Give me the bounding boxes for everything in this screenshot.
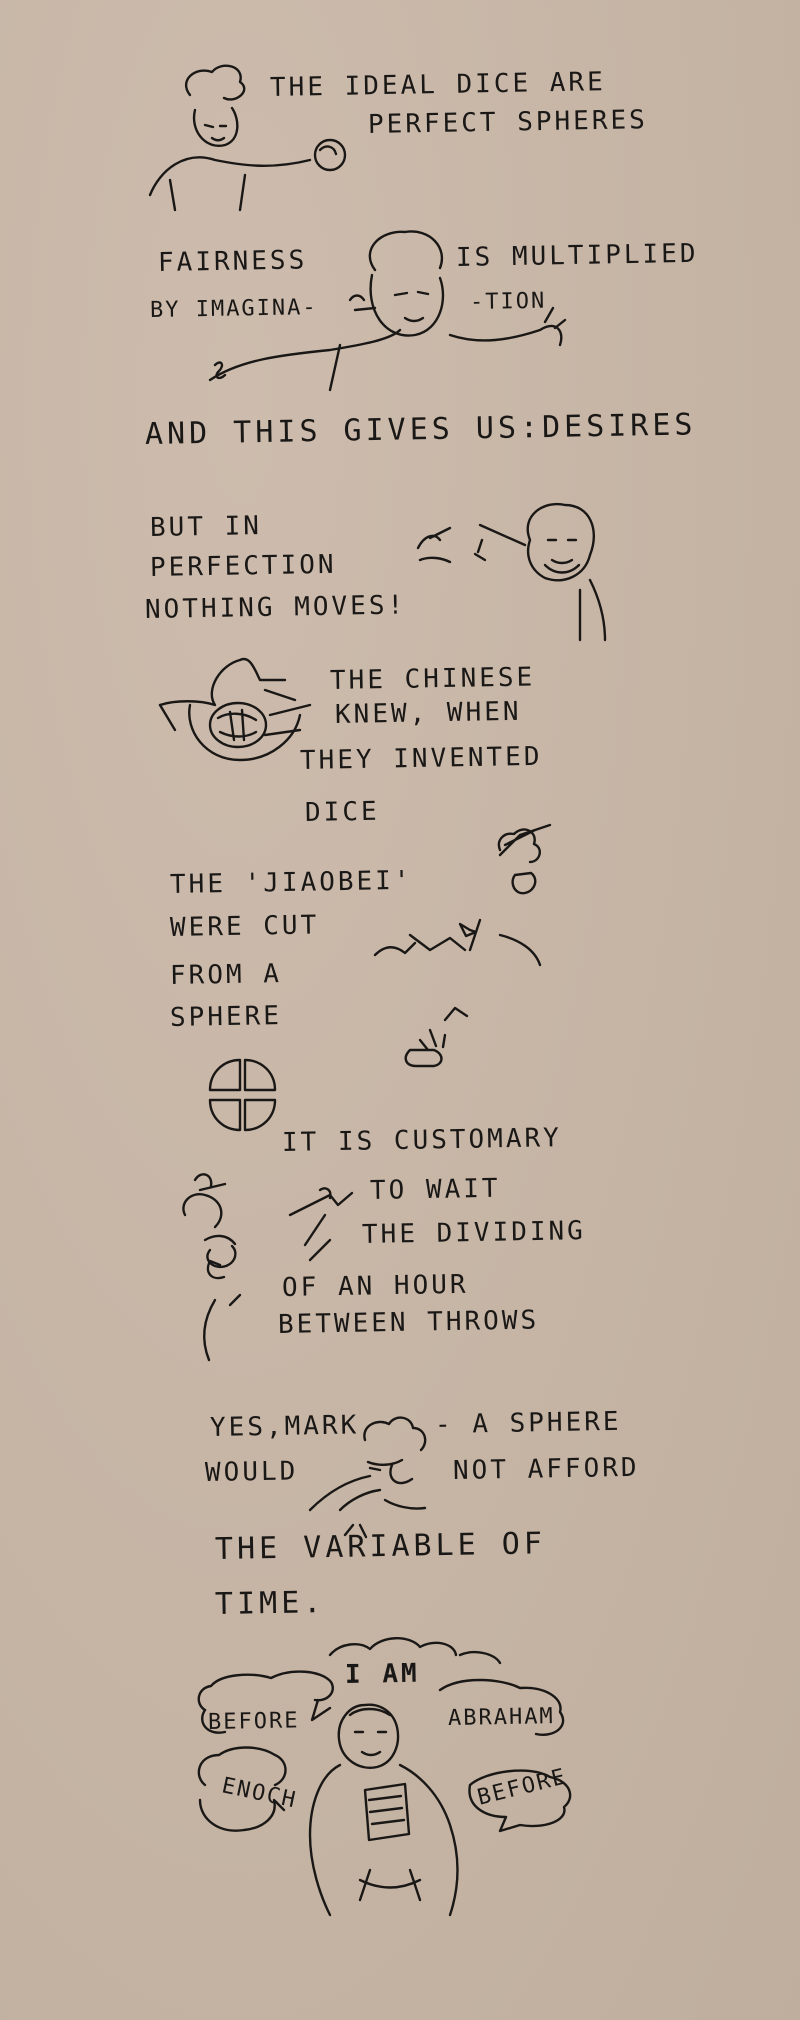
text-line: FROM A: [169, 959, 283, 991]
text-line: WERE CUT: [169, 910, 320, 943]
cloud-figure-sketch: [308, 1416, 427, 1539]
text-line: BY IMAGINA-: [149, 295, 318, 323]
text-line: BETWEEN THROWS: [277, 1305, 540, 1340]
sphere-cut-diagram: [208, 1058, 277, 1132]
text-line: BEFORE: [207, 1708, 300, 1735]
text-line: WOULD: [204, 1456, 299, 1488]
text-line: IT IS CUSTOMARY: [281, 1123, 563, 1158]
text-line: OF AN HOUR: [281, 1269, 469, 1303]
text-line: ABRAHAM: [447, 1704, 555, 1731]
dancing-figure-sketch: [373, 823, 552, 1068]
text-line: THEY INVENTED: [299, 741, 543, 776]
text-line: - A SPHERE: [434, 1406, 622, 1440]
text-line: BUT IN: [149, 511, 263, 543]
crouching-figures-sketch: [182, 1173, 354, 1362]
text-line: THE IDEAL DICE ARE: [269, 67, 606, 103]
text-line: FAIRNESS: [157, 245, 308, 278]
text-line: TIME.: [214, 1585, 326, 1622]
text-line: PERFECT SPHERES: [367, 105, 649, 140]
text-line: KNEW, WHEN: [334, 696, 522, 730]
text-line: PERFECTION: [149, 549, 337, 583]
text-line: IS MULTIPLIED: [455, 238, 699, 273]
text-line: THE 'JIAOBEI': [169, 865, 413, 900]
text-line: THE CHINESE: [329, 662, 536, 696]
text-line: TO WAIT: [369, 1173, 501, 1206]
text-line: DICE: [304, 796, 380, 828]
text-line: THE VARIABLE OF: [214, 1526, 547, 1567]
figure-holding-sphere-sketch: [148, 64, 347, 212]
text-line: -TION: [469, 288, 547, 315]
face-sketch: [208, 230, 567, 392]
speech-bubbles-and-man-sketch: [197, 1637, 572, 1917]
text-line: NOTHING MOVES!: [144, 590, 407, 625]
text-line: SPHERE: [169, 1001, 283, 1033]
text-line: I AM: [344, 1658, 420, 1690]
text-line: THE DIVIDING: [361, 1216, 587, 1250]
text-line: NOT AFFORD: [452, 1452, 640, 1486]
bald-man-sketch: [416, 502, 607, 642]
hand-with-jiaobei-sketch: [158, 657, 312, 762]
text-line: YES,MARK: [209, 1410, 360, 1443]
